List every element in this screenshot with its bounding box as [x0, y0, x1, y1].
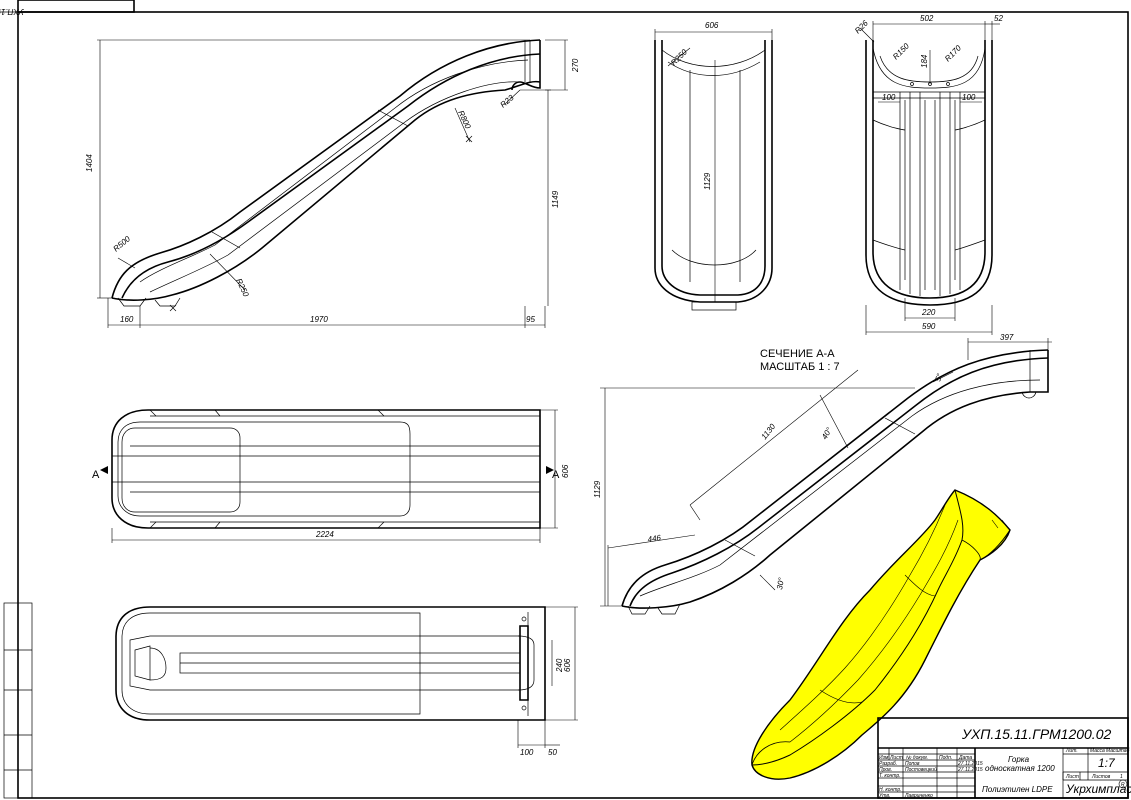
dim-side-1970: 1970 [310, 315, 328, 324]
title-block-lit-label: Лит. [1065, 748, 1078, 754]
section-title: СЕЧЕНИЕ А-А [760, 348, 835, 360]
iso-view [751, 489, 1011, 780]
title-block-company: Укрхимпласт [1065, 782, 1131, 796]
title-block-code: УХП.15.11.ГРМ1200.02 [961, 726, 1111, 742]
dim-side-r500: R500 [112, 234, 133, 254]
dim-bot-240: 240 [555, 658, 564, 673]
title-block-sheet-label: Лист [1065, 774, 1079, 780]
title-block [877, 717, 1129, 799]
top-view [100, 409, 558, 543]
section-mark-left: A [92, 469, 100, 481]
section-mark-right: A [552, 469, 560, 481]
stamp-row-name: Лавриненко [904, 793, 933, 799]
section-view [600, 338, 1052, 615]
title-block-sheets-label: Листов [1091, 774, 1111, 780]
left-binding-strip [3, 602, 33, 799]
title-block-name-1: Горка [1008, 755, 1030, 764]
stamp-row-role: Пров. [879, 767, 892, 773]
stamp-row-date: 27.11.2015 [957, 761, 983, 767]
dim-front-1129: 1129 [703, 172, 712, 190]
dim-side-1404: 1404 [85, 154, 94, 172]
dim-side-95: 95 [526, 315, 535, 324]
side-view [97, 39, 568, 328]
dim-back-r26: R26 [853, 18, 870, 35]
dim-front-r250: R250 [669, 47, 689, 67]
dim-top-2224: 2224 [315, 530, 334, 539]
title-block-scale-label: Масштаб [1106, 748, 1130, 754]
dim-back-100a: 100 [882, 93, 896, 102]
sheet-frame [17, 11, 1129, 799]
title-block-material: Полиэтилен LDPE [982, 785, 1053, 794]
dim-back-220: 220 [921, 308, 936, 317]
rotated-code-text: УХП.15.11.ГРМ1200.02 [0, 7, 25, 16]
registered-mark-letter: R [1121, 782, 1125, 788]
stamp-hdr-doc: № докум. [906, 755, 928, 761]
dim-back-52: 52 [994, 14, 1003, 23]
title-block-name-2: односкатная 1200 [985, 764, 1055, 773]
dim-back-502: 502 [920, 14, 934, 23]
dim-back-r150: R150 [891, 41, 911, 61]
section-scale: МАСШТАБ 1 : 7 [760, 361, 840, 373]
dim-side-r800: R800 [456, 109, 472, 131]
dim-sec-1129: 1129 [593, 480, 602, 498]
stamp-row-role: Н. контр. [879, 787, 902, 793]
stamp-hdr-izm: Изм [879, 755, 889, 761]
stamp-row-role: Утв. [879, 793, 890, 799]
dim-top-606: 606 [561, 464, 570, 478]
title-block-scale: 1:7 [1098, 756, 1116, 770]
dim-side-r250: R250 [234, 277, 250, 299]
dim-front-606: 606 [705, 21, 719, 30]
stamp-hdr-date: Дата [958, 755, 972, 761]
dim-sec-397: 397 [1000, 333, 1014, 342]
stamp-hdr-list: Лист [889, 755, 903, 761]
dim-sec-1130: 1130 [759, 422, 777, 442]
dim-back-590: 590 [922, 322, 936, 331]
dim-side-1149: 1149 [551, 190, 560, 208]
back-view [859, 21, 1000, 335]
dim-side-160: 160 [120, 315, 134, 324]
stamp-row-name: Постовецкий [905, 766, 937, 773]
dim-bot-606: 606 [563, 658, 572, 672]
stamp-row-date: 27.11.2015 [957, 767, 983, 773]
dim-back-184: 184 [920, 54, 929, 68]
dim-side-270: 270 [571, 58, 580, 73]
stamp-row-name: Попов [905, 761, 920, 767]
dim-sec-40: 40° [820, 425, 834, 441]
bottom-view [115, 606, 578, 748]
stamp-hdr-sign: Подп. [939, 755, 952, 761]
dim-bot-50: 50 [548, 748, 557, 757]
stamp-row-role: Разраб. [879, 761, 897, 767]
registered-mark-circle [1118, 779, 1128, 789]
title-block-sheets-value: 1 [1120, 774, 1123, 780]
front-view [654, 29, 773, 311]
dim-bot-100: 100 [520, 748, 534, 757]
dim-sec-5: 5° [933, 372, 944, 383]
stamp-row-role: Т. контр. [879, 773, 901, 779]
rotated-code-box [17, 0, 135, 13]
dim-side-r23: R23 [499, 93, 516, 110]
dim-sec-446: 446 [647, 533, 662, 544]
dim-sec-30: 30° [775, 576, 786, 590]
dim-back-r170: R170 [943, 43, 963, 63]
dim-back-100b: 100 [962, 93, 976, 102]
title-block-mass-label: Масса [1090, 748, 1105, 754]
